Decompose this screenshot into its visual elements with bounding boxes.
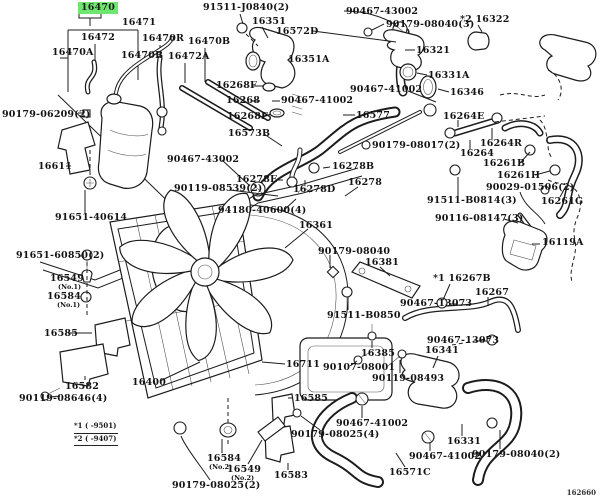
part-label: 91511-J0840(2) (203, 2, 290, 13)
part-label: 90107-08001 (323, 362, 396, 373)
leader-lines (49, 10, 567, 481)
part-label: 16361 (299, 220, 334, 231)
part-label: 90467-41002 (336, 418, 409, 429)
part-label: 90119-08493 (372, 373, 445, 384)
part-label: 16321 (416, 45, 451, 56)
part-label: 16351 (252, 16, 287, 27)
figure-number: 162660 (566, 488, 596, 497)
part-label: 16611 (38, 161, 73, 172)
part-label: 16472A (168, 51, 210, 62)
part-label: 90467-13073 (400, 298, 473, 309)
legend-line-2: *2 ( -9407) (74, 434, 119, 446)
part-label: 91511-B0814(3) (427, 195, 517, 206)
bracket-art (40, 249, 302, 463)
part-label: 16470B (121, 50, 164, 61)
part-label: 16381 (365, 257, 400, 268)
part-label: 90119-08539(2) (174, 183, 263, 194)
part-label: 16261B (483, 158, 526, 169)
part-label: 16583 (274, 470, 309, 481)
part-label: 16711 (286, 359, 321, 370)
part-label: 16470R (142, 33, 185, 44)
part-label: 16264 (460, 148, 495, 159)
part-label: 16261H (497, 170, 541, 181)
part-label: (No.2) (231, 474, 255, 482)
part-label: 90179-08017(2) (372, 140, 461, 151)
part-label: 16268 (226, 95, 261, 106)
part-label: 16549 (227, 464, 262, 475)
part-label: 90179-06209(2) (2, 109, 91, 120)
part-label: 16577 (356, 110, 391, 121)
production-date-legend: *1 ( -9501) *2 ( -9407) (74, 421, 119, 446)
part-label: 16472 (81, 32, 116, 43)
part-label: 90116-08147(3) (435, 213, 524, 224)
part-label: *2 16322 (460, 14, 510, 25)
part-label: 90467-41002 (409, 451, 482, 462)
part-label: 90179-08040(2) (472, 449, 561, 460)
part-label: 16571C (389, 467, 431, 478)
part-label: 91651-40614 (55, 212, 128, 223)
bypass-joint-art (501, 179, 581, 283)
part-label: 16385 (361, 348, 396, 359)
part-label: 16470B (188, 36, 231, 47)
part-label: 90467-43002 (167, 154, 240, 165)
part-label: 16470A (52, 47, 94, 58)
inlet-housing-art (383, 29, 597, 101)
part-label: 16573B (228, 128, 271, 139)
part-label: 16331A (428, 70, 470, 81)
part-label: 16351A (288, 54, 330, 65)
part-label: 16278D (293, 184, 336, 195)
part-label: 16400 (132, 377, 167, 388)
part-label: 90179-08025(2) (172, 480, 261, 491)
part-label: 16471 (122, 17, 157, 28)
part-label-highlighted: 16470 (78, 2, 119, 14)
part-label: 90467-13073 (427, 335, 500, 346)
part-label: 16119A (542, 237, 584, 248)
hose-cluster-art (84, 55, 271, 136)
part-label: 90179-08025(4) (291, 429, 380, 440)
legend-line-1: *1 ( -9501) (74, 421, 119, 434)
part-label: 16268F (216, 80, 257, 91)
part-label: (No.1) (57, 301, 81, 309)
part-label: 16346 (450, 87, 485, 98)
part-label: 90467-41002 (281, 95, 354, 106)
part-label: 16585 (44, 328, 79, 339)
part-label: 90119-08646(4) (19, 393, 108, 404)
part-label: 16268F (227, 111, 268, 122)
part-label: 16584 (47, 291, 82, 302)
part-label: 16278E (236, 174, 278, 185)
part-label: 16572D (276, 26, 319, 37)
part-label: 16278B (332, 161, 375, 172)
part-label: (No.2) (209, 463, 233, 471)
part-label: 16278 (348, 177, 383, 188)
part-label: 16264R (480, 138, 523, 149)
part-label: 16267 (475, 287, 510, 298)
part-label: *1 16267B (433, 273, 491, 284)
part-label: 16582 (65, 381, 100, 392)
part-label: 16331 (447, 436, 482, 447)
reservoir-art (57, 36, 174, 190)
fan-art (119, 189, 421, 401)
part-label: 90029-01506(2) (486, 182, 575, 193)
part-label: 91511-B0850 (327, 310, 401, 321)
part-label: 16584 (207, 453, 242, 464)
part-label: 90467-43002 (346, 6, 419, 17)
callout-tree (57, 13, 206, 219)
part-label: 94180-40600(4) (218, 205, 307, 216)
upper-hose-art (250, 103, 583, 219)
part-label: 90179-08040(3) (386, 19, 475, 30)
part-label: 16264E (443, 111, 485, 122)
part-label: 16549 (50, 273, 85, 284)
part-label: 90467-41002 (350, 84, 423, 95)
lower-hose-art (310, 296, 523, 488)
part-label: 91651-60850(2) (16, 250, 105, 261)
part-label: (No.1) (58, 283, 82, 291)
part-label: 90179-08040 (318, 246, 391, 257)
part-label: 16585 (294, 393, 329, 404)
part-label: 16261G (541, 196, 584, 207)
part-label: 16341 (425, 345, 460, 356)
